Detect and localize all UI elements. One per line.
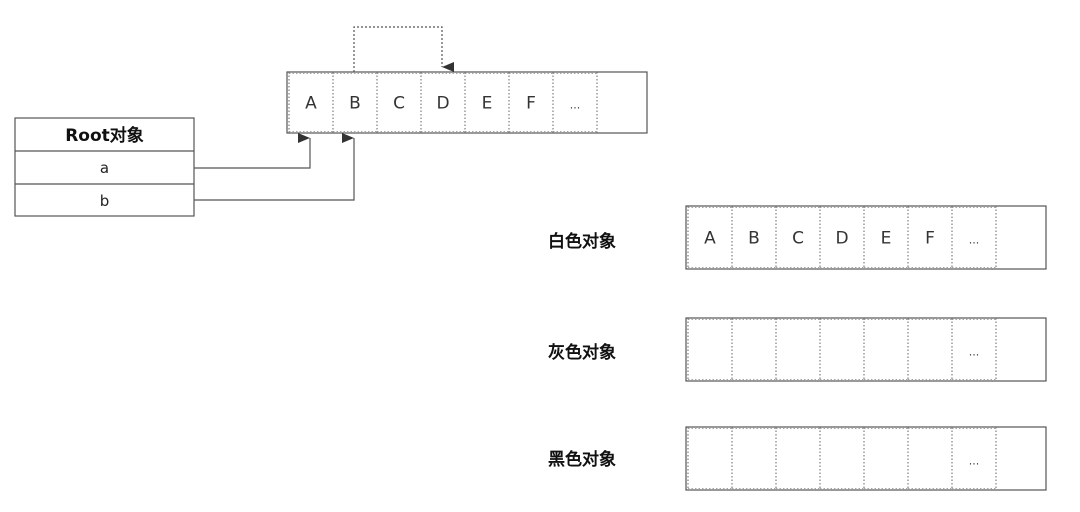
set-0-cell-1: B	[748, 229, 760, 249]
root-title: Root对象	[65, 125, 144, 146]
heap-object-row: A B C D E F...	[286, 71, 648, 134]
set-white: 白色对象 A B C D E F...	[548, 205, 1047, 270]
heap-cell-3: D	[436, 94, 449, 114]
set-2-cell-6: ...	[969, 455, 980, 468]
root-object: Root对象 a b	[14, 117, 195, 217]
heap-cell-5: F	[526, 94, 536, 114]
set-0-cell-6: ...	[969, 234, 980, 247]
reference-edges	[194, 26, 454, 201]
heap-cell-0: A	[305, 94, 317, 114]
set-white-label: 白色对象	[548, 231, 616, 252]
set-1-cell-6: ...	[969, 346, 980, 359]
heap-cell-2: C	[393, 94, 405, 114]
set-0-cell-2: C	[792, 229, 804, 249]
edge-B-to-D	[353, 26, 454, 72]
root-field-b: b	[100, 192, 110, 210]
set-black-label: 黑色对象	[548, 449, 616, 470]
set-gray-label: 灰色对象	[548, 342, 616, 363]
root-field-a: a	[100, 159, 109, 177]
edge-b-to-B	[194, 133, 355, 201]
set-0-cell-0: A	[704, 229, 716, 249]
heap-cell-6: ...	[570, 99, 581, 112]
set-0-cell-5: F	[925, 229, 935, 249]
heap-cell-1: B	[349, 94, 361, 114]
edge-a-to-A	[194, 133, 311, 169]
set-0-cell-3: D	[835, 229, 848, 249]
set-0-cell-4: E	[881, 229, 892, 249]
set-gray: 灰色对象 ...	[548, 317, 1047, 382]
set-black: 黑色对象 ...	[548, 426, 1047, 491]
heap-cell-4: E	[482, 94, 493, 114]
